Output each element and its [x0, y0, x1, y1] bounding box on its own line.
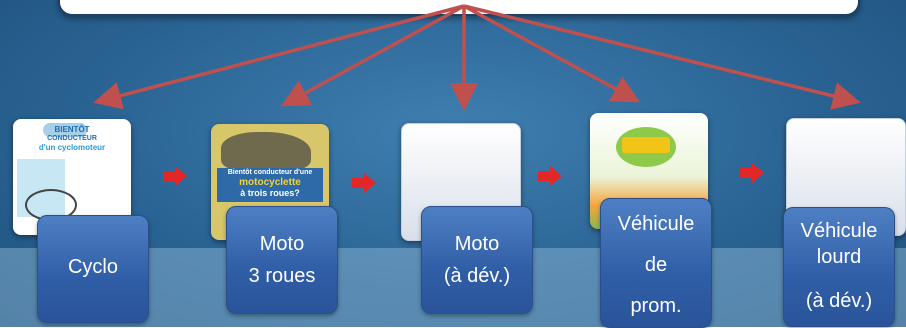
step-label: Moto — [259, 233, 305, 255]
thumb-text-line: Bientôt conducteur d'une — [227, 169, 313, 176]
cloud-shape — [43, 123, 87, 137]
arrow-to-vehicule-prom — [463, 4, 641, 103]
right-arrow-icon — [352, 173, 376, 193]
step-label: de — [644, 254, 668, 276]
right-arrow-icon — [163, 166, 187, 186]
thumb-text-line: d'un cyclomoteur — [38, 143, 106, 152]
thumb-text-line: à trois roues? — [240, 188, 300, 198]
arrow-to-moto-3-roues — [280, 4, 465, 107]
step-label: (à dév.) — [443, 265, 511, 287]
right-arrow-icon — [740, 163, 764, 183]
thumb-text-line: motocyclette — [239, 177, 301, 188]
step-label: (à dév.) — [805, 290, 873, 312]
right-arrow-icon — [538, 166, 562, 186]
step-label: Cyclo — [67, 256, 118, 278]
step-label: prom. — [630, 295, 682, 317]
title-banner — [622, 137, 670, 153]
thumb-text-line: CONDUCTEUR — [47, 135, 97, 142]
step-label: lourd — [816, 246, 862, 268]
arrow-to-vehicule-lourd — [463, 4, 861, 110]
thumb-text-line: BIENTÔT — [54, 125, 90, 134]
step-box-moto: Moto (à dév.) — [421, 206, 533, 314]
motorcycle-image — [221, 132, 311, 172]
step-label: Véhicule — [800, 220, 878, 242]
step-box-vehicule-lourd: Véhicule lourd (à dév.) — [783, 207, 895, 327]
step-box-cyclo: Cyclo — [37, 215, 149, 323]
step-box-moto-3-roues: Moto 3 roues — [226, 206, 338, 314]
step-box-vehicule-prom: Véhicule de prom. — [600, 198, 712, 328]
step-label: Moto — [454, 233, 500, 255]
step-label: 3 roues — [248, 265, 316, 287]
arrow-to-cyclo — [93, 4, 465, 110]
step-label: Véhicule — [617, 213, 695, 235]
